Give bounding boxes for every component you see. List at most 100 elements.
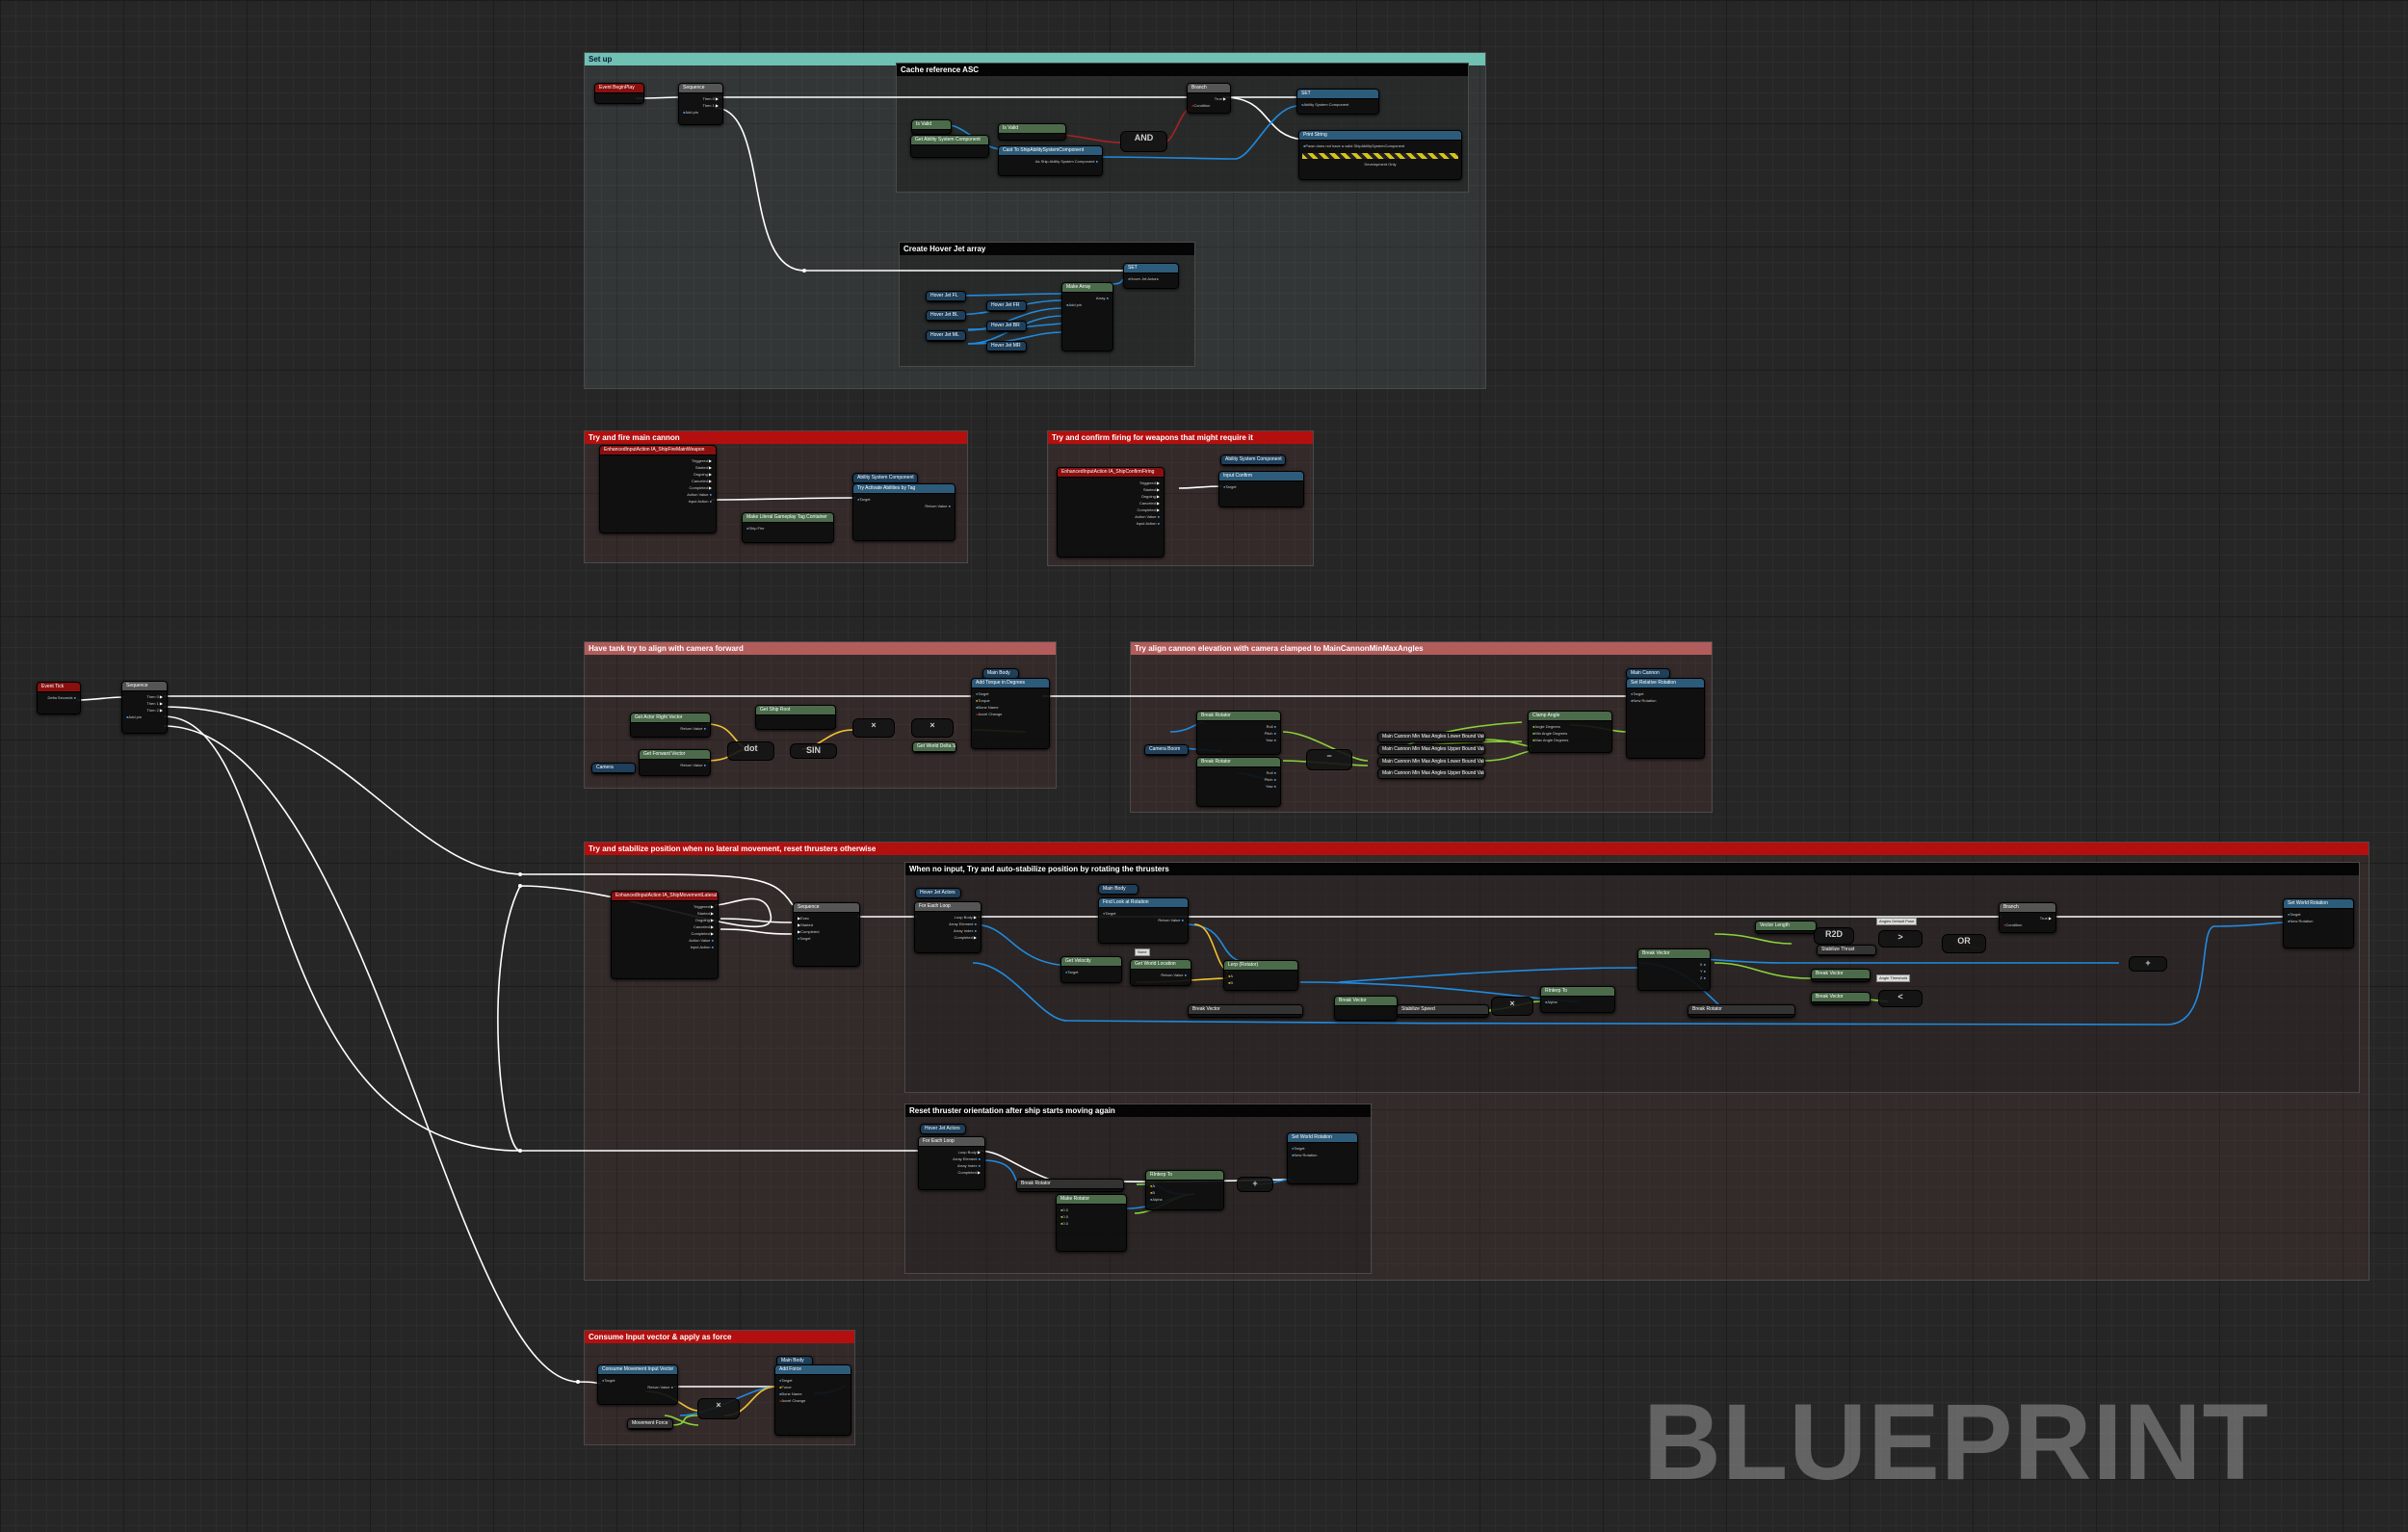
yaw-pin[interactable]: Yaw — [1201, 783, 1276, 790]
movement-force-node[interactable]: Movement Force — [627, 1418, 673, 1430]
then1-pin[interactable]: Then 1 — [683, 102, 719, 109]
delta-getter-node[interactable]: Get World Delta Seconds — [912, 741, 956, 753]
ongoing-pin[interactable]: Ongoing — [615, 917, 714, 923]
camera-getter-node[interactable]: Camera — [591, 763, 636, 774]
min-angle-pin[interactable]: Min Angle Degrees — [1532, 730, 1608, 737]
consume-input-node[interactable]: Consume Movement Input Vector Target Ret… — [597, 1364, 678, 1405]
loop-body-pin[interactable]: Loop Body — [919, 914, 977, 921]
reroute-knot[interactable] — [518, 1149, 522, 1153]
break-vector-node[interactable]: Break Vector — [1188, 1004, 1303, 1018]
sequence-node[interactable]: Sequence Then 0 Then 1 Add pin — [678, 83, 723, 125]
or-node[interactable]: OR — [1942, 934, 1986, 953]
z-pin[interactable]: Z — [1642, 974, 1706, 981]
canceled-pin[interactable]: Canceled — [1061, 500, 1160, 506]
for-each-node[interactable]: For Each Loop Loop Body Array Element Ar… — [918, 1136, 985, 1190]
alpha-pin[interactable]: Alpha — [1150, 1196, 1219, 1203]
new-rotation-pin[interactable]: New Rotation — [1292, 1152, 1353, 1158]
r2d-node[interactable]: R2D — [1814, 927, 1854, 945]
exec-pin[interactable]: Exec — [798, 915, 855, 922]
bone-tag[interactable]: None — [1135, 948, 1150, 956]
dot-node[interactable]: dot — [727, 741, 774, 761]
y-pin[interactable]: 0.0 — [1060, 1213, 1122, 1220]
get-world-location-node[interactable]: Get World Location Return Value — [1130, 959, 1191, 986]
force-pin[interactable]: Force — [779, 1384, 847, 1390]
subtract-node[interactable]: − — [1306, 749, 1352, 770]
roll-pin[interactable]: Roll — [1201, 769, 1276, 776]
completed-pin[interactable]: Completed — [919, 934, 977, 941]
add-torque-node[interactable]: Add Torque in Degrees Target Torque Bone… — [971, 678, 1050, 749]
hover-jet-br-node[interactable]: Hover Jet BR — [986, 321, 1027, 332]
for-each-node[interactable]: For Each Loop Loop Body Array Element Ar… — [914, 901, 982, 953]
reroute-knot[interactable] — [576, 1380, 580, 1384]
angle-pin[interactable]: Angle Degrees — [1532, 723, 1608, 730]
tag-value[interactable]: Ship.Fire — [746, 525, 829, 532]
action-value-pin[interactable]: Action Value — [1061, 513, 1160, 520]
array-element-pin[interactable]: Array Element — [923, 1155, 981, 1162]
ia-confirm-node[interactable]: EnhancedInputAction IA_ShipConfirmFiring… — [1057, 467, 1165, 558]
set-rel-rot-node[interactable]: Set Relative Rotation Target New Rotatio… — [1626, 678, 1705, 759]
new-rotation-pin[interactable]: New Rotation — [2288, 918, 2349, 924]
input-confirm-node[interactable]: Input Confirm Target — [1218, 471, 1304, 507]
min-max-y-node[interactable]: Main Cannon Min Max Angles Upper Bound V… — [1377, 768, 1485, 779]
input-action-pin[interactable]: Input Action — [1061, 520, 1160, 527]
get-ship-root-node[interactable]: Get Ship Root — [755, 705, 836, 730]
loop-body-pin[interactable]: Loop Body — [923, 1149, 981, 1155]
hover-jet-bl-node[interactable]: Hover Jet BL — [926, 310, 966, 322]
return-value-pin[interactable]: Return Value — [857, 503, 951, 509]
asc-getter-node[interactable]: Ability System Component — [1220, 454, 1286, 466]
a-pin[interactable]: A — [1150, 1182, 1219, 1189]
roll-pin[interactable]: Roll — [1201, 723, 1276, 730]
b-pin[interactable]: B — [1228, 979, 1294, 986]
target-pin[interactable]: Target — [2288, 911, 2349, 918]
add-pin[interactable]: Add pin — [126, 714, 163, 720]
is-valid-node[interactable]: Is Valid — [998, 123, 1066, 141]
array-index-pin[interactable]: Array Index — [923, 1162, 981, 1169]
hover-jet-ml-node[interactable]: Hover Jet ML — [926, 330, 966, 342]
gate-node[interactable]: Sequence Exec Started Completed Target — [793, 902, 860, 967]
pitch-pin[interactable]: Pitch — [1201, 776, 1276, 783]
clamp-angle-node[interactable]: Clamp Angle Angle Degrees Min Angle Degr… — [1528, 711, 1612, 753]
event-tick-node[interactable]: Event Tick Delta Seconds — [37, 682, 81, 714]
alpha-pin[interactable]: Alpha — [1545, 999, 1610, 1005]
array-index-pin[interactable]: Array Index — [919, 927, 977, 934]
reroute-knot[interactable] — [802, 269, 806, 273]
break-rot-node[interactable]: Break Rotator Roll Pitch Yaw — [1196, 711, 1281, 755]
break-vector-node[interactable]: Break Vector — [1811, 992, 1871, 1005]
completed-pin[interactable]: Completed — [798, 928, 855, 935]
set-asc-node[interactable]: SET Ability System Component — [1296, 89, 1379, 115]
lerp-rot-node[interactable]: Lerp (Rotator) A B — [1223, 960, 1298, 991]
then2-pin[interactable]: Then 2 — [126, 707, 163, 714]
add-node[interactable]: + — [1237, 1177, 1273, 1192]
break-rot-node[interactable]: Break Rotator — [1016, 1179, 1124, 1192]
hover-jets-pin[interactable]: Hover Jet Actors — [1128, 275, 1174, 282]
add-pin[interactable]: Add pin — [683, 109, 719, 116]
print-message[interactable]: Pawn does not have a valid ShipAbilitySy… — [1303, 143, 1457, 149]
target-pin[interactable]: Target — [1631, 690, 1700, 697]
triggered-pin[interactable]: Triggered — [615, 903, 714, 910]
camera-boom-getter-node[interactable]: Camera Boom — [1144, 744, 1189, 756]
target-pin[interactable]: Target — [857, 496, 951, 503]
sequence-tick-node[interactable]: Sequence Then 0 Then 1 Then 2 Add pin — [121, 681, 168, 734]
max-angle-pin[interactable]: Max Angle Degrees — [1532, 737, 1608, 743]
greater-node[interactable]: > — [1878, 930, 1923, 948]
input-action-pin[interactable]: Input Action — [615, 944, 714, 950]
started-pin[interactable]: Started — [615, 910, 714, 917]
find-look-at-node[interactable]: Find Look at Rotation Target Return Valu… — [1098, 897, 1189, 944]
hover-jets-getter-node[interactable]: Hover Jet Actors — [915, 888, 961, 898]
cast-asc-node[interactable]: Cast To ShipAbilitySystemComponent As Sh… — [998, 145, 1103, 176]
bone-name-pin[interactable]: Bone Name — [779, 1390, 847, 1397]
started-pin[interactable]: Started — [1061, 486, 1160, 493]
set-world-rot-node[interactable]: Set World Rotation Target New Rotation — [2283, 898, 2354, 948]
x-pin[interactable]: X — [1642, 961, 1706, 968]
get-right-vector-node[interactable]: Get Actor Right Vector Return Value — [630, 713, 711, 738]
return-value-pin[interactable]: Return Value — [1103, 917, 1184, 923]
completed-pin[interactable]: Completed — [1061, 506, 1160, 513]
yaw-pin[interactable]: Yaw — [1201, 737, 1276, 743]
reroute-knot[interactable] — [518, 884, 522, 888]
make-array-node[interactable]: Make Array Array Add pin — [1061, 282, 1113, 351]
multiply-node[interactable]: × — [911, 718, 954, 738]
canceled-pin[interactable]: Canceled — [604, 478, 712, 484]
add-force-node[interactable]: Add Force Target Force Bone Name Accel C… — [774, 1364, 851, 1436]
make-rotator-node[interactable]: Make Rotator 0.0 0.0 0.0 — [1056, 1194, 1127, 1252]
is-valid-node[interactable]: Is Valid — [911, 119, 952, 135]
